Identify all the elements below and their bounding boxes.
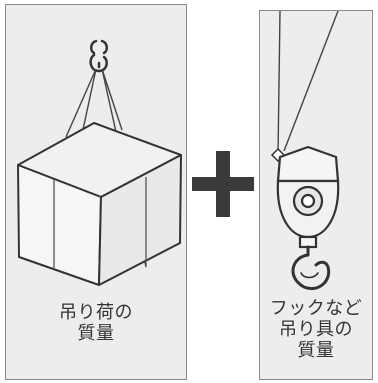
caption-line: 吊り荷の xyxy=(59,302,133,323)
caption-line: フックなど xyxy=(269,298,363,319)
crane-hook-icon xyxy=(89,39,108,73)
suspended-load-illustration xyxy=(17,39,182,286)
rigging-mass-panel: フックなど 吊り具の 質量 xyxy=(259,10,373,380)
rigging-mass-caption: フックなど 吊り具の 質量 xyxy=(260,298,372,361)
load-mass-caption: 吊り荷の 質量 xyxy=(6,302,186,344)
plus-icon xyxy=(192,151,254,217)
caption-line: 質量 xyxy=(77,323,115,344)
hook-icon xyxy=(291,245,331,290)
hook-block-body xyxy=(276,145,340,249)
caption-line: 質量 xyxy=(297,340,335,361)
load-mass-panel: 吊り荷の 質量 xyxy=(5,4,187,380)
hook-block-illustration xyxy=(270,11,340,290)
load-box xyxy=(17,122,182,286)
wire-rope-lines xyxy=(277,11,339,157)
caption-line: 吊り具の xyxy=(279,319,353,340)
